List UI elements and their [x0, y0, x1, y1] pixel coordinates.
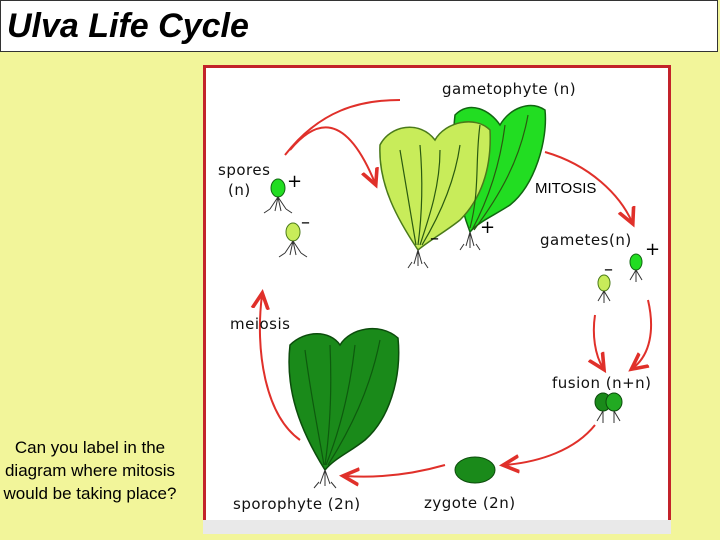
spores [263, 178, 308, 258]
label-spores-ploidy: (n) [228, 181, 251, 199]
cycle-arrows [260, 99, 652, 477]
sign-minus-spore: – [301, 212, 310, 233]
label-sporophyte: sporophyte (2n) [233, 495, 361, 513]
gametes [597, 253, 643, 303]
arrow-fusion-to-zygote [505, 424, 596, 465]
label-gametophyte: gametophyte (n) [442, 80, 576, 98]
label-spores: spores [218, 161, 270, 179]
sign-plus-gamete: + [645, 239, 660, 260]
arrow-zygote-to-sporophyte [345, 464, 446, 477]
sporophyte-plant [288, 327, 400, 489]
fusion-cells [594, 392, 623, 423]
label-fusion: fusion (n+n) [552, 374, 652, 392]
label-meiosis: meiosis [230, 315, 290, 333]
question-text: Can you label in the diagram where mitos… [3, 438, 177, 503]
gametophyte-light-blade [379, 121, 491, 252]
page-title: Ulva Life Cycle [7, 7, 249, 45]
arrow-gametophyte-to-gametes [544, 151, 632, 222]
arrow-top-curve [284, 99, 401, 156]
sign-minus-gamete: – [604, 259, 613, 280]
arrow-sporophyte-to-meiosis [260, 295, 301, 441]
sign-plus-gametophyte: + [480, 217, 495, 238]
label-gametes: gametes(n) [540, 231, 632, 249]
label-zygote: zygote (2n) [424, 494, 516, 512]
title-bar: Ulva Life Cycle [0, 0, 718, 52]
arrow-gametes-to-fusion-right [633, 299, 652, 368]
sign-minus-gametophyte: – [430, 228, 439, 249]
label-mitosis: MITOSIS [535, 180, 596, 197]
zygote-cell [454, 456, 496, 484]
sign-plus-spore: + [287, 171, 302, 192]
diagram-bottom-strip [203, 520, 671, 534]
gametophyte-plants [379, 104, 547, 269]
arrow-gametes-to-fusion [594, 314, 603, 368]
